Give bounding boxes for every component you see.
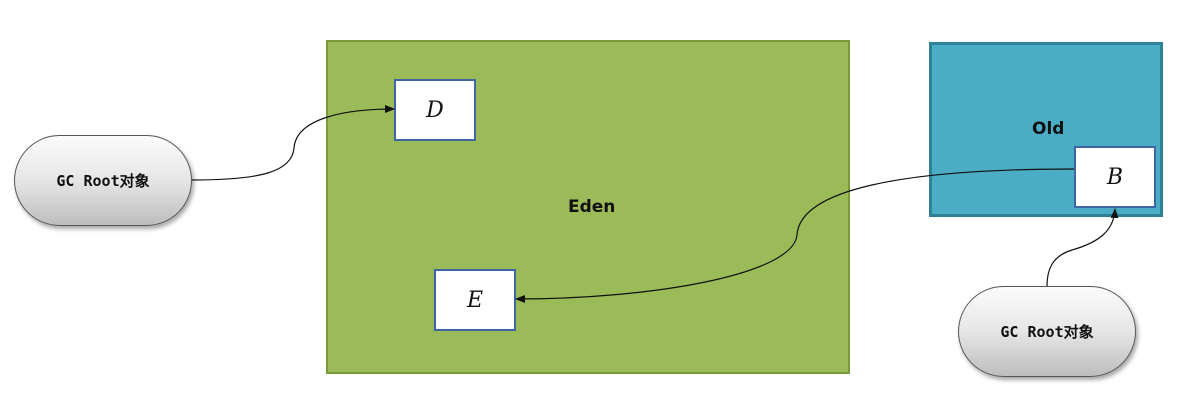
arrow-gc-root-to-d [191,105,395,181]
eden-label: Eden [568,197,616,217]
object-b: B [1074,146,1156,208]
arrow-b-to-e [515,168,1075,303]
gc-root-left: GC Root对象 [14,135,192,226]
gc-root-right: GC Root对象 [958,286,1136,377]
object-e: E [434,269,516,331]
object-d: D [394,79,476,141]
arrow-gc-root-to-b [1046,208,1119,287]
old-label: Old [1032,119,1065,139]
